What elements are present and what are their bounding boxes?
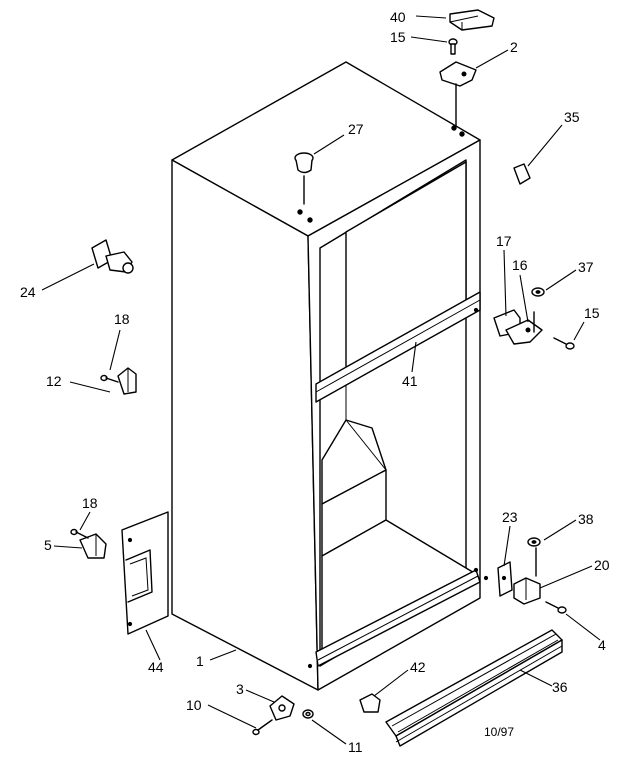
screw-icon xyxy=(70,528,89,539)
callout-20: 20 xyxy=(594,557,610,573)
callout-3: 3 xyxy=(236,681,244,697)
date-code: 10/97 xyxy=(484,725,514,739)
washer-icon xyxy=(527,537,541,577)
callout-36: 36 xyxy=(552,679,568,695)
bracket-lower-icon xyxy=(79,533,107,559)
hinge-cover-icon xyxy=(449,9,495,31)
callout-1: 1 xyxy=(196,653,204,669)
callout-40: 40 xyxy=(390,9,406,25)
callout-12: 12 xyxy=(46,373,62,389)
top-hinge-icon xyxy=(439,61,477,127)
callout-2: 2 xyxy=(510,39,518,55)
callout-15: 15 xyxy=(584,305,600,321)
bottom-hinge-icon xyxy=(513,577,541,605)
screw-icon xyxy=(100,374,119,383)
leader-lines xyxy=(41,15,601,745)
callout-38: 38 xyxy=(578,511,594,527)
callout-17: 17 xyxy=(496,233,512,249)
callout-15: 15 xyxy=(390,29,406,45)
side-panel-icon xyxy=(121,511,169,635)
callout-4: 4 xyxy=(598,637,606,653)
callout-35: 35 xyxy=(564,109,580,125)
callout-23: 23 xyxy=(502,509,518,525)
callout-18: 18 xyxy=(82,495,98,511)
callout-24: 24 xyxy=(20,284,36,300)
callout-37: 37 xyxy=(578,259,594,275)
callout-16: 16 xyxy=(512,257,528,273)
callout-11: 11 xyxy=(348,739,363,755)
washer-icon xyxy=(531,287,545,297)
bottom-bracket-icon xyxy=(497,561,513,597)
bracket-upper-icon xyxy=(117,367,137,395)
callout-10: 10 xyxy=(186,697,202,713)
callout-18: 18 xyxy=(114,311,130,327)
kick-plate-icon xyxy=(385,629,563,747)
hinge-pin-bracket-icon xyxy=(269,695,295,721)
callout-labels: 40 15 2 35 27 24 17 16 37 15 18 12 41 18… xyxy=(20,9,610,755)
screw-icon xyxy=(448,38,458,55)
callout-27: 27 xyxy=(348,121,364,137)
callout-42: 42 xyxy=(410,659,426,675)
clip-icon xyxy=(359,693,381,713)
screw-icon xyxy=(545,601,567,614)
grommet-icon xyxy=(294,152,314,205)
callout-5: 5 xyxy=(44,537,52,553)
callout-44: 44 xyxy=(148,659,164,675)
nut-icon xyxy=(302,709,314,719)
screw-icon xyxy=(553,337,575,350)
middle-hinge-icon xyxy=(493,309,543,345)
callout-41: 41 xyxy=(402,373,418,389)
cabinet-body xyxy=(171,61,489,691)
door-stop-icon xyxy=(91,239,134,274)
screw-icon xyxy=(252,719,273,736)
plug-icon xyxy=(513,163,531,185)
